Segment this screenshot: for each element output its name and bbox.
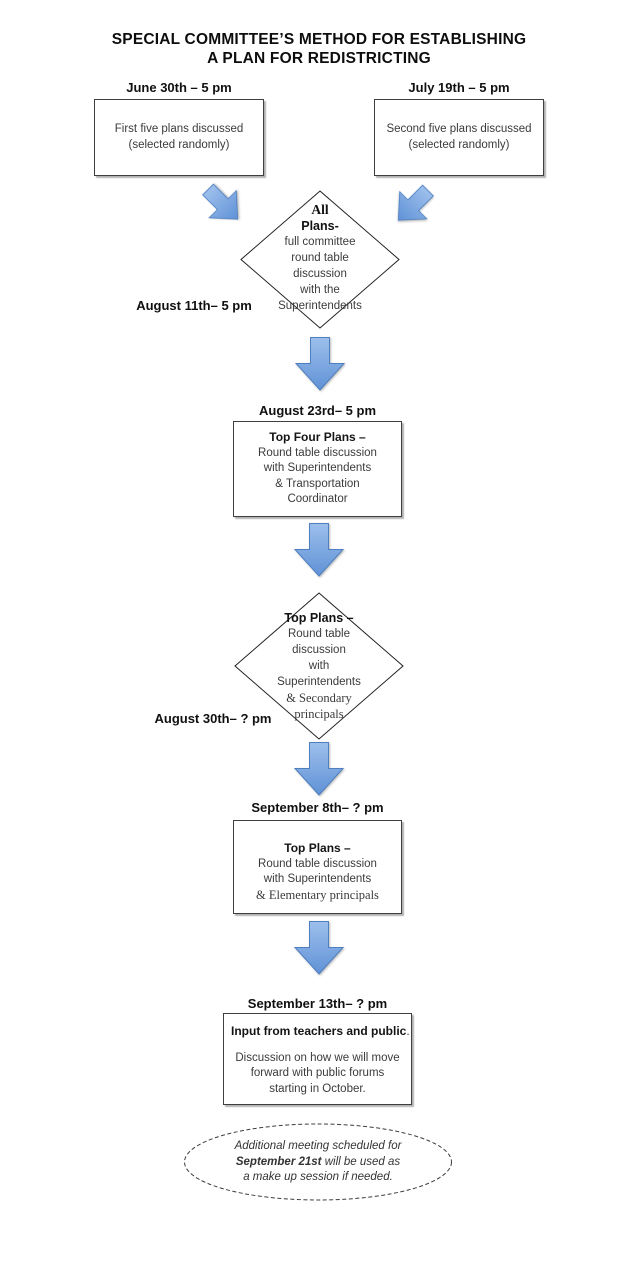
- down-arrow-icon-4: [294, 921, 344, 975]
- all-plans-line1: full committee: [284, 236, 356, 248]
- makeup-ellipse-text: Additional meeting scheduled for Septemb…: [183, 1139, 453, 1186]
- block-arrow-down-left-icon: [397, 184, 434, 221]
- all-plans-line3: discussion: [293, 268, 347, 280]
- makeup-line3: a make up session if needed.: [243, 1171, 393, 1183]
- input-box-line3: starting in October.: [269, 1082, 366, 1095]
- input-box-line2: forward with public forums: [250, 1067, 385, 1079]
- top-plans-box-line1: Round table discussion: [258, 857, 377, 870]
- september-13-heading: September 13th– ? pm: [247, 996, 388, 1011]
- top-plans-box-line3: & Elementary principals: [256, 887, 379, 902]
- july-box-line1: Second five plans discussed: [386, 123, 532, 135]
- august-23-heading: August 23rd– 5 pm: [258, 403, 377, 418]
- input-box-title-bold: Input from teachers and public: [231, 1024, 407, 1038]
- top-plans-diamond-text: Top Plans – Round table discussion with …: [234, 610, 404, 722]
- july-19-box: Second five plans discussed (selected ra…: [374, 99, 544, 176]
- all-plans-line5: Superintendents: [278, 300, 362, 312]
- top-four-line1: Round table discussion: [258, 446, 377, 459]
- top-plans-diamond-line5: & Secondary: [286, 691, 352, 705]
- top-four-title: Top Four Plans –: [269, 430, 366, 445]
- top-plans-diamond-line6: principals: [294, 707, 344, 721]
- all-plans-line4: with the: [300, 284, 340, 296]
- july-19-heading: July 19th – 5 pm: [408, 80, 510, 95]
- page-title-line2: A PLAN FOR REDISTRICTING: [207, 50, 431, 67]
- top-four-line3: & Transportation: [275, 477, 360, 490]
- top-plans-box-title: Top Plans –: [284, 841, 351, 855]
- input-box-title-period: .: [406, 1024, 410, 1038]
- page-title-line1: SPECIAL COMMITTEE’S METHOD FOR ESTABLISH…: [111, 31, 527, 48]
- makeup-line1: Additional meeting scheduled for: [234, 1140, 402, 1152]
- top-plans-diamond-shape: [234, 592, 404, 740]
- block-arrow-down-right-icon: [202, 183, 239, 220]
- september-8-heading: September 8th– ? pm: [251, 800, 384, 815]
- june-30-box: First five plans discussed (selected ran…: [94, 99, 264, 176]
- down-arrow-icon-1: [295, 337, 345, 391]
- makeup-line2-rest: will be used as: [321, 1155, 401, 1168]
- top-plans-box-line2: with Superintendents: [263, 873, 372, 885]
- all-plans-diamond-text: All Plans- full committee round table di…: [240, 202, 400, 314]
- top-plans-box: Top Plans – Round table discussion with …: [233, 820, 402, 914]
- input-box-spacer: [224, 1040, 411, 1051]
- down-arrow-icon-3: [294, 742, 344, 796]
- top-plans-diamond-title: Top Plans –: [284, 611, 354, 625]
- makeup-line2: September 21st will be used as: [183, 1155, 453, 1171]
- july-box-line2: (selected randomly): [408, 138, 510, 151]
- top-four-line2: with Superintendents: [263, 462, 372, 475]
- june-30-heading: June 30th – 5 pm: [126, 80, 232, 95]
- august-30-heading: August 30th– ? pm: [154, 711, 272, 726]
- all-plans-line2: round table: [291, 252, 349, 264]
- june-box-line2: (selected randomly): [128, 138, 230, 151]
- all-plans-title-bold: Plans-: [301, 219, 339, 233]
- top-four-line4: Coordinator: [287, 493, 348, 506]
- top-plans-diamond-line2: discussion: [292, 644, 346, 656]
- top-four-plans-box: Top Four Plans – Round table discussion …: [233, 421, 402, 517]
- input-box: Input from teachers and public. Discussi…: [223, 1013, 412, 1105]
- page-title: SPECIAL COMMITTEE’S METHOD FOR ESTABLISH…: [0, 30, 638, 68]
- top-plans-diamond-line3: with: [308, 660, 330, 672]
- top-plans-diamond-line4: Superintendents: [277, 676, 361, 688]
- makeup-line2-bold: September 21st: [235, 1155, 322, 1168]
- down-arrow-icon-2: [294, 523, 344, 577]
- june-box-line1: First five plans discussed: [114, 123, 244, 135]
- all-plans-title-serif: All: [311, 202, 329, 217]
- input-box-title: Input from teachers and public.: [224, 1024, 411, 1040]
- input-box-line1: Discussion on how we will move: [235, 1051, 400, 1064]
- top-plans-diamond-line1: Round table: [287, 628, 351, 640]
- august-11-heading: August 11th– 5 pm: [136, 298, 252, 313]
- makeup-ellipse-shape: [184, 1123, 452, 1201]
- all-plans-diamond-shape: [240, 190, 400, 329]
